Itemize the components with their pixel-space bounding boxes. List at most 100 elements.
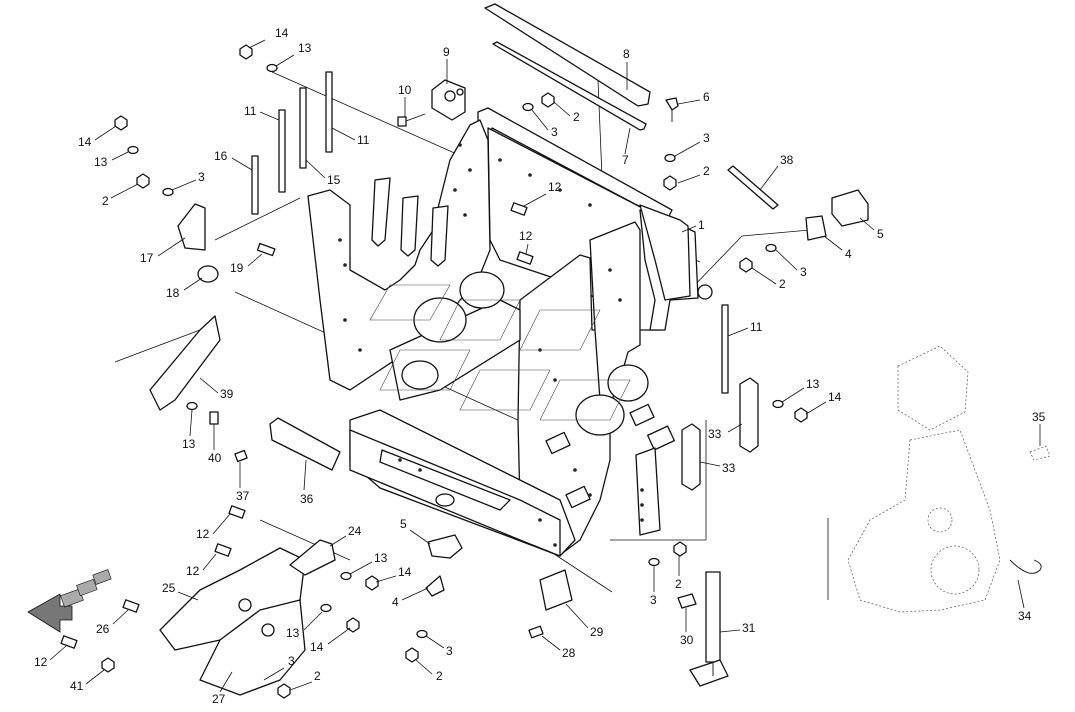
callout-17: 17 — [140, 251, 154, 265]
callout-2-f: 2 — [314, 669, 321, 683]
callout-3-g: 3 — [650, 593, 657, 607]
callout-13-d: 13 — [806, 377, 820, 391]
part-33-link-lower — [681, 423, 701, 491]
callout-7: 7 — [622, 153, 629, 167]
callout-39: 39 — [220, 387, 234, 401]
callout-40: 40 — [208, 451, 222, 465]
frame-hole-e — [401, 360, 439, 390]
callout-11-c: 11 — [750, 320, 763, 334]
callout-38: 38 — [780, 153, 794, 167]
callout-3-a: 3 — [198, 170, 205, 184]
callout-14: 14 — [275, 26, 289, 40]
callout-8: 8 — [623, 47, 630, 61]
callout-14-c: 14 — [828, 390, 842, 404]
callout-13-b: 13 — [94, 155, 108, 169]
callout-41: 41 — [70, 679, 84, 693]
callout-2-a: 2 — [102, 194, 109, 208]
part-11-strip-b — [299, 87, 307, 169]
callout-10: 10 — [398, 83, 412, 97]
callout-12-d: 12 — [186, 564, 200, 578]
callout-13-f: 13 — [286, 626, 300, 640]
callout-2-g: 2 — [675, 577, 682, 591]
watermark-hatch — [369, 284, 631, 421]
part-29-plate — [539, 569, 573, 611]
frame-left-slot-a — [371, 177, 391, 247]
part-11-strip-a — [278, 109, 286, 193]
callout-30: 30 — [680, 633, 694, 647]
frame-front-post — [635, 447, 661, 536]
callout-1: 1 — [698, 218, 705, 232]
part-1-bracket — [639, 204, 691, 301]
callout-2-c: 2 — [703, 164, 710, 178]
callout-14-b: 14 — [78, 135, 92, 149]
part-33-link-upper — [739, 377, 759, 453]
callout-5-b: 5 — [400, 517, 407, 531]
frame-hole-b — [459, 271, 505, 309]
callout-13-c: 13 — [182, 437, 196, 451]
part-5-pad-right — [831, 189, 869, 227]
frame-left-slot-c — [430, 205, 449, 267]
part-36-plate — [269, 417, 341, 471]
part-16-strip — [251, 155, 259, 215]
part-24-plate — [289, 539, 336, 576]
callout-37: 37 — [236, 489, 250, 503]
callout-13: 13 — [298, 41, 312, 55]
part-8-top-strip — [484, 3, 651, 107]
callout-11-a: 11 — [244, 104, 257, 118]
callouts: 14 13 9 8 10 11 11 15 16 14 13 2 3 17 18… — [34, 26, 1046, 706]
frame-left-slot-b — [400, 195, 419, 257]
gearbox-assembly — [847, 345, 1051, 613]
callout-35: 35 — [1032, 410, 1046, 424]
part-4-clip-right — [805, 215, 827, 241]
callout-3-d: 3 — [800, 265, 807, 279]
callout-3-e: 3 — [446, 644, 453, 658]
callout-27: 27 — [212, 692, 226, 706]
callout-18: 18 — [166, 286, 180, 300]
callout-15: 15 — [327, 173, 341, 187]
frame-lower-slot — [379, 449, 511, 511]
callout-2-b: 2 — [573, 110, 580, 124]
part-38-rod — [727, 165, 779, 210]
main-frame — [307, 107, 713, 557]
callout-3-c: 3 — [703, 131, 710, 145]
callout-14-f: 14 — [310, 640, 324, 654]
part-9-bracket — [431, 79, 466, 121]
frame-lower-hole — [435, 493, 455, 507]
callout-12-b: 12 — [519, 229, 533, 243]
part-10-bolt — [397, 113, 426, 127]
frame-hole-d — [607, 364, 649, 402]
part-4-clip-lower — [425, 575, 445, 597]
callout-2-d: 2 — [779, 277, 786, 291]
part-5-pad-lower — [427, 534, 463, 559]
frame-tubes — [545, 284, 713, 509]
callout-11-b: 11 — [357, 133, 370, 147]
callout-9: 9 — [443, 45, 450, 59]
callout-36: 36 — [300, 492, 314, 506]
callout-12-e: 12 — [34, 655, 48, 669]
callout-4: 4 — [845, 247, 852, 261]
frame-hole-c — [575, 394, 625, 436]
callout-31: 31 — [742, 621, 756, 635]
callout-5: 5 — [877, 227, 884, 241]
callout-13-e: 13 — [374, 551, 388, 565]
callout-25: 25 — [162, 581, 176, 595]
callout-14-e: 14 — [398, 565, 412, 579]
part-39-cover — [149, 315, 221, 411]
part-25-guard — [159, 547, 306, 651]
part-7-flat-bar — [492, 41, 647, 131]
fasteners — [60, 44, 808, 699]
part-11-strip-c — [721, 304, 729, 394]
callout-2-e: 2 — [436, 669, 443, 683]
callout-29: 29 — [590, 625, 604, 639]
callout-16: 16 — [214, 149, 228, 163]
callout-19: 19 — [230, 261, 244, 275]
part-15-strip — [325, 71, 333, 153]
callout-28: 28 — [562, 646, 576, 660]
callout-33-b: 33 — [722, 461, 736, 475]
callout-26: 26 — [96, 622, 110, 636]
direction-arrow — [27, 593, 73, 633]
part-17-bracket — [177, 203, 206, 251]
part-31-stand — [689, 571, 729, 687]
callout-3-f: 3 — [288, 654, 295, 668]
